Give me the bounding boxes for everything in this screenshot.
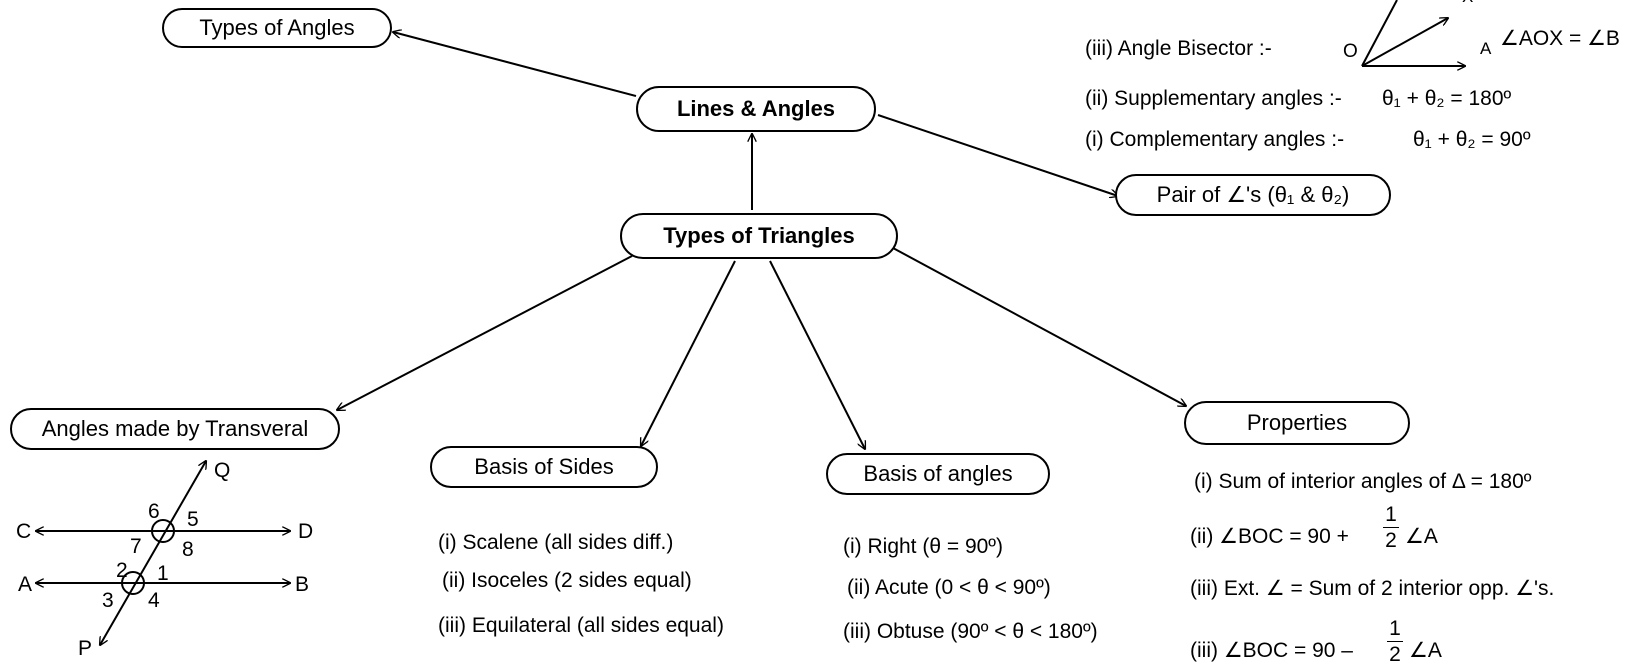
types-of-triangles-node[interactable]: Types of Triangles bbox=[620, 213, 898, 259]
point-C: C bbox=[16, 520, 32, 543]
angles-item-1: (i) Right (θ = 90º) bbox=[843, 535, 1003, 558]
property-2-fraction: 1 2 bbox=[1383, 504, 1399, 551]
angle-number-7: 7 bbox=[130, 535, 142, 558]
angles-item-3: (iii) Obtuse (90º < θ < 180º) bbox=[843, 620, 1098, 643]
supplementary-label: (ii) Supplementary angles :- bbox=[1085, 87, 1342, 110]
pair-of-angles-node[interactable]: Pair of ∠'s (θ₁ & θ₂) bbox=[1115, 174, 1391, 216]
angles-item-2: (ii) Acute (0 < θ < 90º) bbox=[847, 576, 1051, 599]
basis-of-angles-node[interactable]: Basis of angles bbox=[826, 453, 1050, 495]
point-A: A bbox=[18, 573, 33, 596]
angle-number-5: 5 bbox=[187, 508, 199, 531]
transversal-node[interactable]: Angles made by Transveral bbox=[10, 408, 340, 450]
angle-bisector-formula: ∠AOX = ∠B bbox=[1500, 27, 1620, 50]
point-P: P bbox=[78, 637, 93, 660]
property-3: (iii) Ext. ∠ = Sum of 2 interior opp. ∠'… bbox=[1190, 577, 1555, 600]
supplementary-formula: θ₁ + θ₂ = 180º bbox=[1382, 87, 1512, 110]
edge-to-types-of-angles bbox=[393, 32, 637, 97]
sides-item-2: (ii) Isoceles (2 sides equal) bbox=[442, 569, 692, 592]
sides-item-1: (i) Scalene (all sides diff.) bbox=[438, 531, 674, 554]
basis-of-sides-node[interactable]: Basis of Sides bbox=[430, 446, 658, 488]
edge-to-transversal bbox=[337, 255, 633, 410]
bisector-point-X: X bbox=[1462, 0, 1473, 5]
edge-to-properties bbox=[892, 247, 1186, 406]
bisector-point-O: O bbox=[1343, 41, 1358, 62]
angle-number-3: 3 bbox=[102, 589, 114, 612]
property-2-suffix: ∠A bbox=[1405, 525, 1438, 548]
sides-item-3: (iii) Equilateral (all sides equal) bbox=[438, 614, 724, 637]
edge-to-basis-of-sides bbox=[641, 260, 736, 446]
property-2: (ii) ∠BOC = 90 + bbox=[1190, 525, 1349, 548]
transversal-figure bbox=[36, 461, 290, 645]
angle-bisector-figure bbox=[1361, 0, 1465, 66]
edge-to-basis-of-angles bbox=[769, 260, 865, 449]
complementary-label: (i) Complementary angles :- bbox=[1085, 128, 1345, 151]
point-D: D bbox=[298, 520, 314, 543]
angle-number-1: 1 bbox=[157, 562, 169, 585]
types-of-angles-node[interactable]: Types of Angles bbox=[162, 8, 392, 48]
property-4: (iii) ∠BOC = 90 – bbox=[1190, 639, 1353, 662]
point-Q: Q bbox=[214, 459, 231, 482]
lines-and-angles-node[interactable]: Lines & Angles bbox=[636, 86, 876, 132]
point-B: B bbox=[295, 573, 310, 596]
angle-number-6: 6 bbox=[148, 500, 160, 523]
property-1: (i) Sum of interior angles of Δ = 180º bbox=[1194, 470, 1532, 493]
angle-number-2: 2 bbox=[116, 559, 128, 582]
property-4-fraction: 1 2 bbox=[1387, 618, 1403, 665]
angle-number-4: 4 bbox=[148, 589, 160, 612]
angle-number-8: 8 bbox=[182, 538, 194, 561]
property-4-suffix: ∠A bbox=[1409, 639, 1442, 662]
bisector-point-A: A bbox=[1480, 39, 1492, 58]
edge-to-pair-of-angles bbox=[877, 114, 1118, 196]
properties-node[interactable]: Properties bbox=[1184, 401, 1410, 445]
angle-bisector-label: (iii) Angle Bisector :- bbox=[1085, 37, 1272, 60]
complementary-formula: θ₁ + θ₂ = 90º bbox=[1413, 128, 1531, 151]
